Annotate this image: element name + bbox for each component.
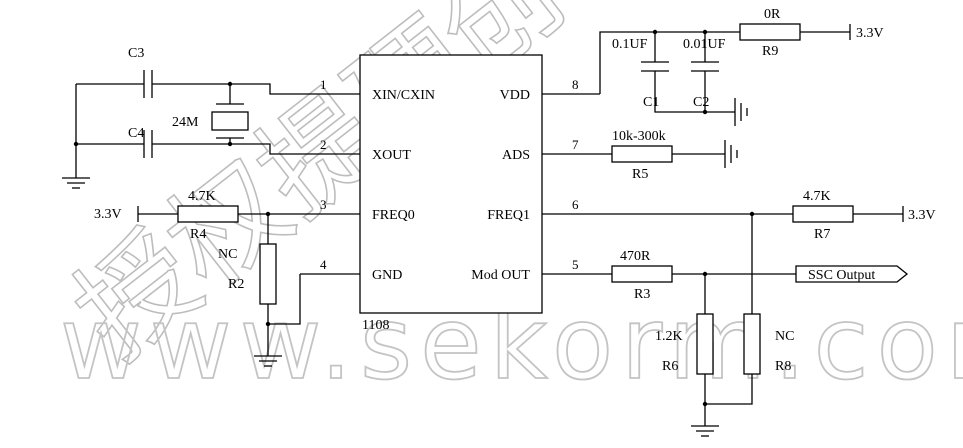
r8-ref: R8 <box>775 359 791 374</box>
vcc-right-label: 3.3V <box>908 208 936 223</box>
pin4-name: GND <box>372 268 402 283</box>
ground-symbol-vdd <box>734 98 748 126</box>
r2-ref: R2 <box>228 277 244 292</box>
capacitor-c4 <box>76 130 153 158</box>
output-port-label: SSC Output <box>808 268 875 283</box>
r2-value: NC <box>218 247 237 262</box>
pin7-number: 7 <box>572 137 579 152</box>
pin7-name: ADS <box>502 148 530 163</box>
pin5-number: 5 <box>572 257 579 272</box>
resistor-r8 <box>743 313 761 375</box>
r5-value: 10k-300k <box>612 129 666 144</box>
r5-ref: R5 <box>632 167 648 182</box>
pin4-number: 4 <box>320 257 327 272</box>
c4-label: C4 <box>128 126 144 141</box>
net-xout <box>152 143 300 155</box>
net-xin <box>152 83 300 95</box>
resistor-r9 <box>739 23 801 41</box>
vcc-top-label: 3.3V <box>856 26 884 41</box>
crystal-label: 24M <box>172 115 199 130</box>
r3-value: 470R <box>620 249 651 264</box>
capacitor-c3 <box>76 70 153 98</box>
r8-lead-bottom <box>705 374 753 405</box>
vcc-left-label: 3.3V <box>94 207 122 222</box>
pin1-name: XIN/CXIN <box>372 88 435 103</box>
pin2-number: 2 <box>320 137 327 152</box>
output-port <box>795 265 909 283</box>
c3-label: C3 <box>128 46 144 61</box>
r7-ref: R7 <box>814 227 830 242</box>
ground-symbol-bottom <box>691 425 719 437</box>
r9-ref: R9 <box>762 44 778 59</box>
capacitor-c1 <box>641 61 669 72</box>
r9-value: 0R <box>764 7 781 22</box>
ground-symbol-r2 <box>254 355 282 367</box>
r3-ref: R3 <box>634 287 650 302</box>
net-vdd <box>599 31 740 94</box>
pin3-name: FREQ0 <box>372 208 415 223</box>
resistor-r6 <box>696 313 714 375</box>
junction-dots <box>73 29 755 407</box>
pin5-name: Mod OUT <box>471 268 530 283</box>
c2-ref: C2 <box>693 95 709 110</box>
r6-ref: R6 <box>662 359 678 374</box>
pin6-name: FREQ1 <box>487 208 530 223</box>
r4-ref: R4 <box>190 227 206 242</box>
resistor-r7 <box>792 205 854 223</box>
resistor-r3 <box>611 265 673 283</box>
c2-value: 0.01UF <box>683 37 726 52</box>
r8-value: NC <box>775 329 794 344</box>
ground-symbol-ads <box>724 140 738 168</box>
pin6-number: 6 <box>572 197 579 212</box>
resistor-r2 <box>259 243 277 305</box>
c1-value: 0.1UF <box>612 37 648 52</box>
c1-lead-bottom <box>654 71 735 113</box>
pin1-number: 1 <box>320 77 327 92</box>
pin2-name: XOUT <box>372 148 411 163</box>
pin4-gnd-wire <box>268 274 301 325</box>
capacitor-c2 <box>691 61 719 72</box>
ground-symbol-left <box>62 177 90 189</box>
pin8-number: 8 <box>572 77 579 92</box>
crystal-24m <box>211 84 249 144</box>
ic-part-label: 1108 <box>362 318 389 333</box>
c1-ref: C1 <box>643 95 659 110</box>
r6-value: 1.2K <box>655 329 683 344</box>
resistor-r5 <box>611 145 673 163</box>
pin8-name: VDD <box>500 88 530 103</box>
resistor-r4 <box>177 205 239 223</box>
r7-value: 4.7K <box>803 189 831 204</box>
ic-body <box>359 54 543 314</box>
r4-value: 4.7K <box>188 189 216 204</box>
pin3-number: 3 <box>320 197 327 212</box>
